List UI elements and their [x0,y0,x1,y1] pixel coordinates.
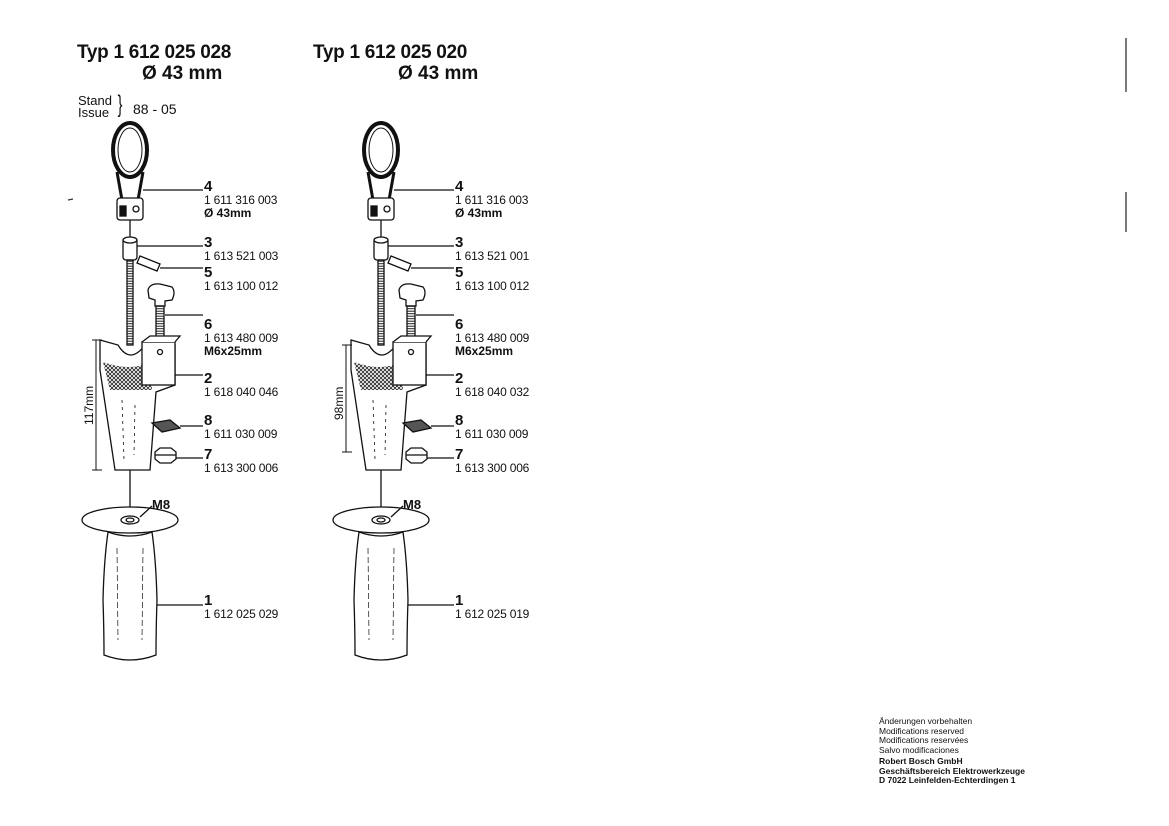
part-order-number: 1 611 316 003 [204,193,278,207]
stand-label: Stand [78,93,112,108]
part-number-callout: 2 [455,370,464,387]
dimension-117mm [92,339,102,471]
part-order-number: 1 611 316 003 [455,193,529,207]
footer: Änderungen vorbehalten Modifications res… [879,716,1025,786]
footer-line: Salvo modificaciones [879,744,959,755]
part-label: 3 1 613 521 003 [204,234,279,263]
part-number-callout: 7 [204,446,213,463]
part-order-number: 1 618 040 046 [204,385,279,399]
part-spec: Ø 43mm [204,206,252,220]
part-label: 2 1 618 040 046 [204,370,279,399]
part-label: 6 1 613 480 009 M6x25mm [455,316,530,358]
assembly-1-drawing [80,121,205,662]
part-number-callout: 2 [204,370,213,387]
dimension-label: 98mm [332,386,346,420]
part-label: 7 1 613 300 006 [204,446,279,475]
dimension-label: 117mm [82,385,96,425]
part-label: 1 1 612 025 029 [204,592,279,621]
part-number-callout: 4 [204,178,213,195]
part-order-number: 1 613 300 006 [455,461,530,475]
dimension-98mm [342,344,352,453]
footer-address: D 7022 Leinfelden-Echterdingen 1 [879,775,1016,785]
part-number-callout: 3 [204,234,213,251]
part-number-callout: 1 [455,592,464,609]
part-label: 4 1 611 316 003 Ø 43mm [455,178,529,220]
part-number-callout: 4 [455,178,464,195]
part-label: 8 1 611 030 009 [204,412,278,441]
thread-label: M8 [152,497,171,512]
part-order-number: 1 613 100 012 [204,279,279,293]
issue-label: Issue [78,105,110,120]
footer-line: Modifications reserved [879,725,965,736]
part-order-number: 1 611 030 009 [204,427,278,441]
assembly-2-title: Typ 1 612 025 020 [313,42,468,63]
assembly-2-diameter: Ø 43 mm [398,63,479,84]
part-label: 5 1 613 100 012 [204,264,279,293]
part-order-number: 1 613 521 001 [455,249,530,263]
part-order-number: 1 612 025 019 [455,607,530,621]
part-number-callout: 1 [204,592,213,609]
part-number-callout: 3 [455,234,464,251]
part-number-callout: 6 [455,316,464,333]
part-number-callout: 8 [455,412,464,429]
part-label: 3 1 613 521 001 [455,234,530,263]
part-number-callout: 8 [204,412,213,429]
part-number-callout: 5 [204,264,213,281]
assembly-1-diameter: Ø 43 mm [142,63,223,84]
part-order-number: 1 618 040 032 [455,385,530,399]
part-label: 1 1 612 025 019 [455,592,530,621]
part-label: 8 1 611 030 009 [455,412,529,441]
part-order-number: 1 611 030 009 [455,427,529,441]
brace: } [117,91,123,118]
part-order-number: 1 613 480 009 [455,331,530,345]
part-order-number: 1 613 100 012 [455,279,530,293]
part-label: 6 1 613 480 009 M6x25mm [204,316,279,358]
part-order-number: 1 612 025 029 [204,607,279,621]
part-number-callout: 7 [455,446,464,463]
footer-line: Modifications reservées [879,735,969,745]
assembly-2-drawing [331,121,456,662]
thread-label: M8 [403,497,422,512]
part-number-callout: 6 [204,316,213,333]
part-label: 2 1 618 040 032 [455,370,530,399]
part-order-number: 1 613 480 009 [204,331,279,345]
part-label: 5 1 613 100 012 [455,264,530,293]
footer-division: Geschäftsbereich Elektrowerkzeuge [879,765,1025,776]
part-spec: M6x25mm [455,344,514,358]
part-order-number: 1 613 521 003 [204,249,279,263]
issue-date: 88 - 05 [133,101,177,117]
part-number-callout: 5 [455,264,464,281]
part-spec: M6x25mm [204,344,263,358]
part-spec: Ø 43mm [455,206,503,220]
part-label: 4 1 611 316 003 Ø 43mm [204,178,278,220]
part-order-number: 1 613 300 006 [204,461,279,475]
footer-line: Änderungen vorbehalten [879,716,973,726]
footer-company: Robert Bosch GmbH [879,756,963,766]
part-label: 7 1 613 300 006 [455,446,530,475]
assembly-1-title: Typ 1 612 025 028 [77,42,232,63]
